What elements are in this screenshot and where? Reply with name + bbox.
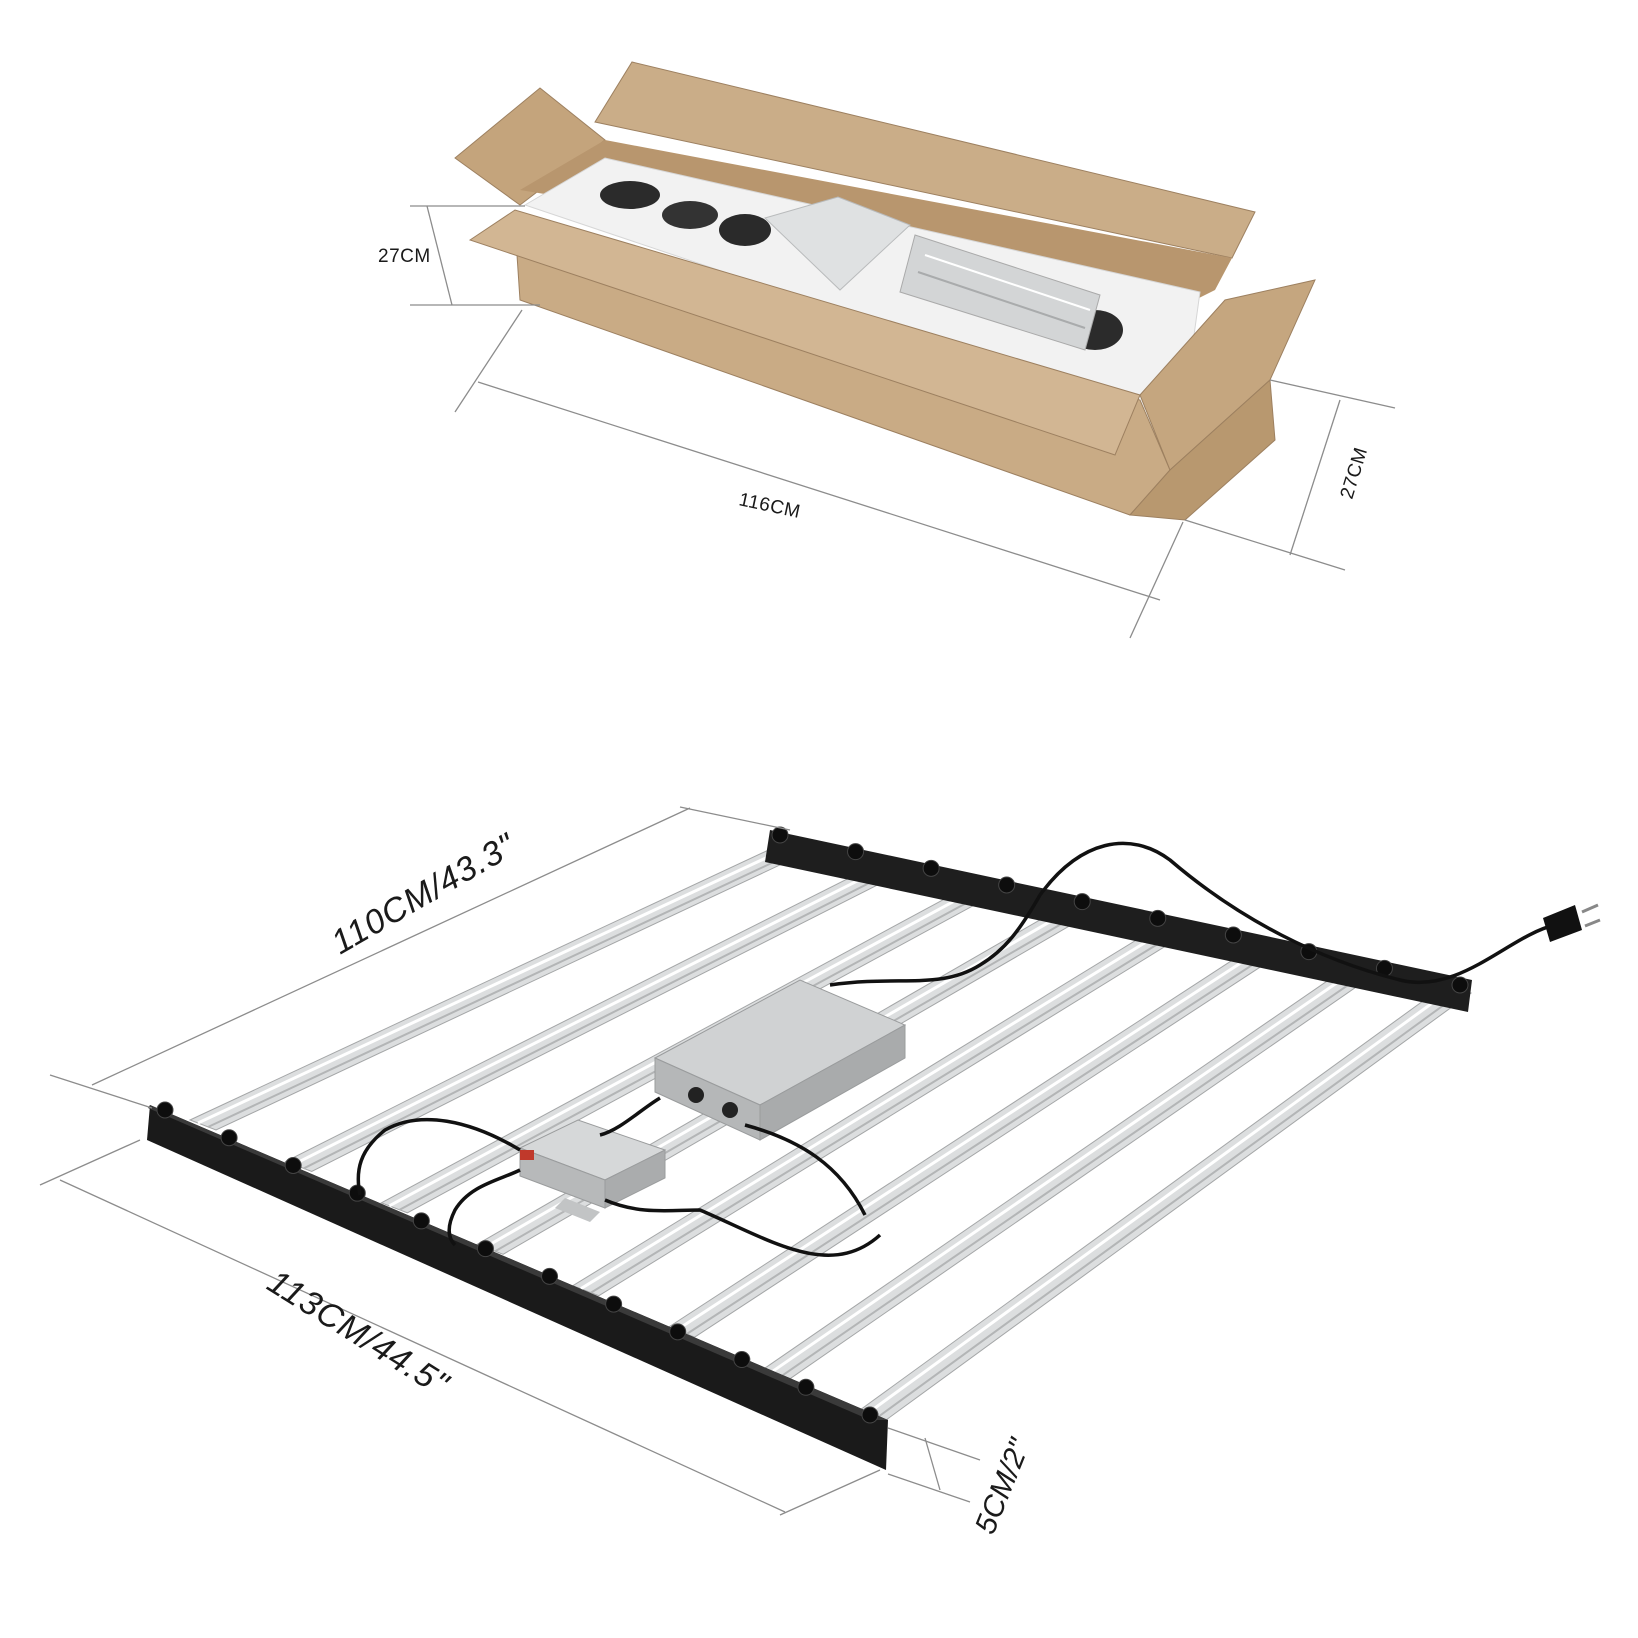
led-bar-highlight [675, 945, 1267, 1332]
frame-knob [220, 1129, 238, 1147]
led-bar-groove [207, 845, 809, 1128]
box-height-label-right: 27CM [1337, 445, 1372, 502]
box-dimension-lines [410, 205, 1396, 639]
box-flap-right [1139, 279, 1316, 471]
frame-knob [861, 1406, 879, 1424]
frame-knobs-front [156, 1101, 879, 1424]
led-bar-highlight [197, 841, 799, 1125]
led-bar-highlight [867, 986, 1454, 1415]
back-frame [765, 830, 1472, 1012]
front-frame [147, 1105, 888, 1470]
power-plug-icon [1543, 903, 1601, 942]
led-bar-groove [303, 865, 903, 1170]
frame-knob [284, 1156, 302, 1174]
led-bar-groove [590, 928, 1183, 1294]
frame-knob [669, 1323, 687, 1341]
light-length-label: 113CM/44.5" [261, 1263, 456, 1405]
frame-knob [1149, 909, 1167, 927]
frame-knob [476, 1240, 494, 1258]
frame-knob [998, 876, 1016, 894]
frame-knob [733, 1351, 751, 1369]
driver-plate [764, 196, 911, 291]
frame-knob [771, 826, 789, 844]
led-bar [858, 984, 1473, 1421]
shipping-box [454, 61, 1316, 521]
box-flap-back [594, 61, 1256, 259]
frame-knob [797, 1378, 815, 1396]
small-driver [518, 1119, 667, 1222]
led-bar-groove [686, 948, 1277, 1335]
light-width-label: 110CM/43.3" [325, 826, 523, 962]
bar-width-label: 5CM/2" [969, 1433, 1037, 1538]
led-bar-groove [781, 969, 1370, 1377]
box-length-label: 116CM [737, 489, 802, 523]
power-cables [356, 841, 1556, 1257]
frame-knob [156, 1101, 174, 1119]
frame-knob [605, 1295, 623, 1313]
box-height-label-left: 27CM [378, 246, 431, 267]
led-bar-highlight [771, 966, 1361, 1373]
led-bar-groove [877, 990, 1464, 1418]
frame-knob [1073, 893, 1091, 911]
frame-knob [922, 859, 940, 877]
led-bar-highlight [580, 924, 1174, 1290]
frame-knob [541, 1267, 559, 1285]
led-bar-highlight [293, 862, 893, 1166]
led-grow-light [147, 826, 1601, 1470]
light-dimension-lines [39, 806, 981, 1516]
frame-knob [1224, 926, 1242, 944]
frame-knob [1451, 976, 1469, 994]
frame-knob [847, 843, 865, 861]
frame-knob [412, 1212, 430, 1230]
box-side-right [1128, 378, 1276, 521]
